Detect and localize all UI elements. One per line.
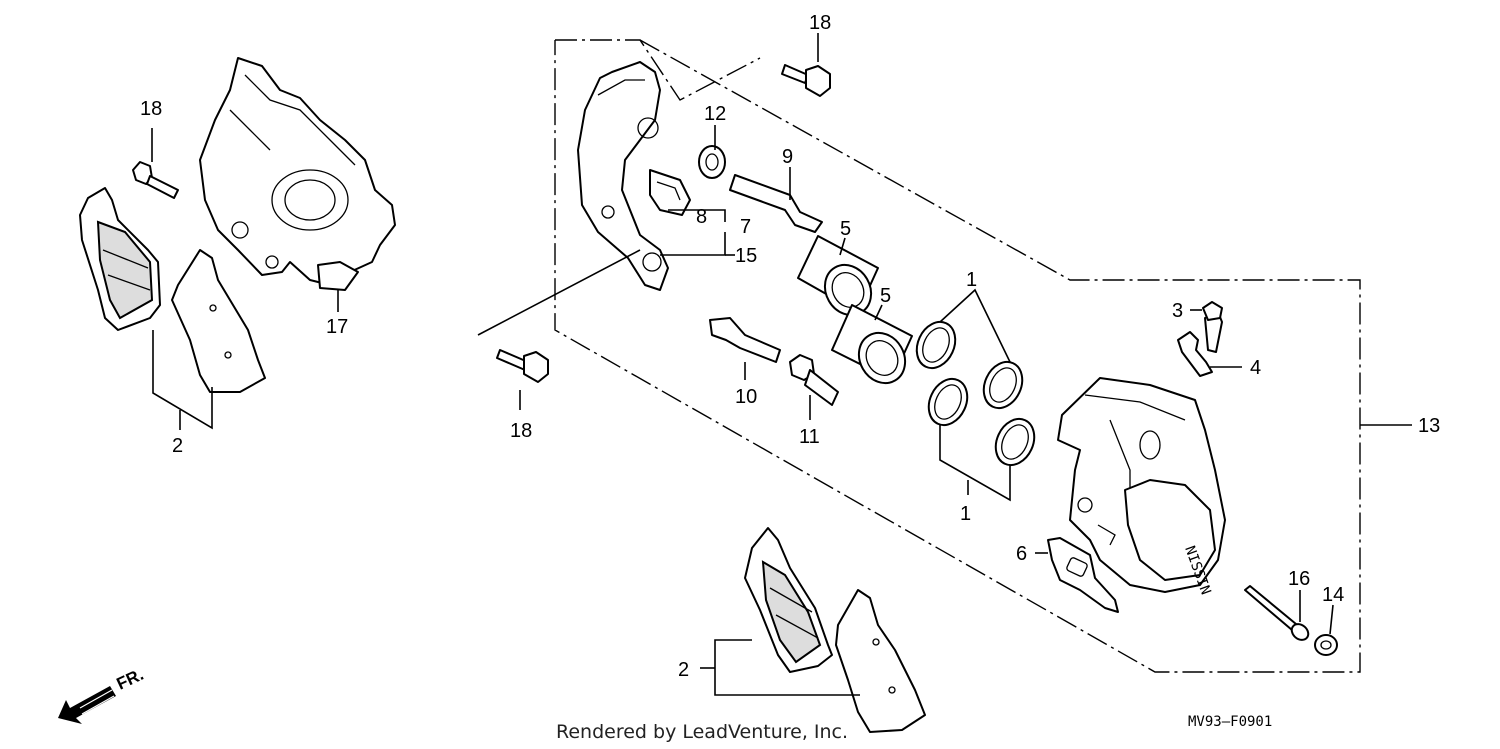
callout-5-upper: 5	[840, 218, 851, 240]
plug	[1314, 634, 1338, 656]
brake-pad-bottom-front	[744, 527, 833, 673]
front-direction-arrow-icon	[58, 686, 116, 724]
callout-7: 7	[740, 216, 751, 238]
piston-seals	[915, 320, 1036, 467]
pad-spring	[649, 169, 691, 216]
piston-upper	[797, 235, 879, 317]
caliper-body-left	[199, 57, 396, 291]
callout-12: 12	[704, 103, 726, 125]
callout-15: 15	[735, 245, 757, 267]
caliper-body-right: NISSIN	[1057, 377, 1226, 597]
piston-lower	[831, 304, 913, 385]
callout-18-bottom: 18	[510, 420, 532, 442]
front-direction-label: FR.	[114, 665, 147, 694]
bolt-18-left	[132, 161, 179, 199]
brake-pad-left-front	[79, 187, 161, 331]
leader-lines-left	[151, 128, 339, 430]
callout-9: 9	[782, 146, 793, 168]
bleeder-cap	[1177, 331, 1213, 377]
caliper-bracket	[577, 61, 669, 291]
bolt-18-top	[781, 64, 831, 97]
bleeder-valve	[1202, 301, 1223, 353]
callout-8: 8	[696, 206, 707, 228]
boot-12	[698, 145, 726, 179]
callout-6: 6	[1016, 543, 1027, 565]
callout-10: 10	[735, 386, 757, 408]
callout-1-upper: 1	[966, 269, 977, 291]
bolt-18-bottom	[496, 349, 549, 383]
callout-5-lower: 5	[880, 285, 891, 307]
callout-1-lower: 1	[960, 503, 971, 525]
bolt-11	[789, 354, 839, 406]
callout-14: 14	[1322, 584, 1344, 606]
pad-retainer	[1047, 537, 1119, 613]
diagram-code: MV93–F0901	[1188, 714, 1272, 730]
brake-pad-bottom-rear	[835, 589, 926, 733]
callout-16: 16	[1288, 568, 1310, 590]
pad-pin	[1244, 585, 1310, 641]
callout-3: 3	[1172, 300, 1183, 322]
pin-10	[709, 317, 781, 363]
callout-2-bottom: 2	[678, 659, 689, 681]
render-credit: Rendered by LeadVenture, Inc.	[556, 721, 848, 743]
brake-pad-left-rear	[171, 249, 266, 393]
callout-18-left: 18	[140, 98, 162, 120]
caliper-assembly-boundary	[554, 39, 1412, 673]
callout-17: 17	[326, 316, 348, 338]
callout-4: 4	[1250, 357, 1261, 379]
callout-18-top: 18	[809, 12, 831, 34]
callout-2-left: 2	[172, 435, 183, 457]
pin-9	[729, 174, 823, 233]
callout-11: 11	[799, 426, 820, 448]
callout-13: 13	[1418, 415, 1440, 437]
leader-lines	[477, 33, 1334, 696]
